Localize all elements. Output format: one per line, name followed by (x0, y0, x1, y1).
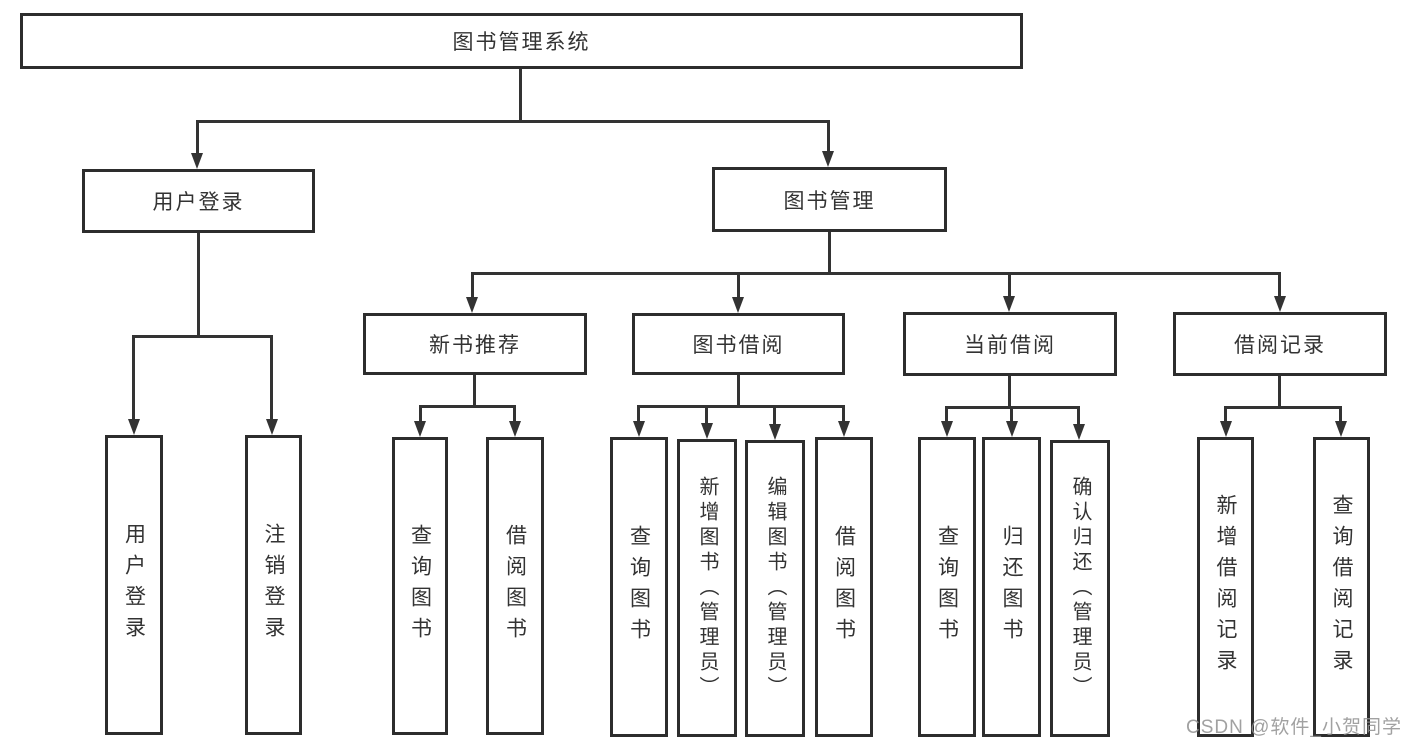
node-current-borrow-label: 当前借阅 (964, 334, 1056, 357)
arrow-down-icon (1220, 421, 1232, 437)
connector-line (197, 233, 200, 335)
connector-line (519, 69, 522, 120)
connector-line (473, 375, 476, 406)
arrow-down-icon (822, 151, 834, 167)
node-user-login-label: 用户登录 (152, 191, 245, 214)
connector-line (1224, 406, 1227, 421)
node-book-management-label: 图书管理 (783, 189, 876, 213)
arrow-down-icon (466, 297, 478, 313)
leaf-user-login: 用户登录 (105, 435, 163, 735)
leaf-newbook-query-books: 查询图书 (392, 437, 448, 735)
connector-line (197, 120, 830, 123)
leaf-add-borrow-record-label: 新增借阅记录 (1214, 494, 1237, 680)
connector-line (196, 120, 199, 154)
arrow-down-icon (1003, 296, 1015, 312)
leaf-add-books-admin: 新增图书（管理员） (677, 439, 737, 737)
arrow-down-icon (191, 153, 203, 169)
node-new-book-recommend: 新书推荐 (363, 313, 587, 375)
leaf-edit-books-admin: 编辑图书（管理员） (745, 440, 805, 737)
leaf-borrow-borrow-books: 借阅图书 (815, 437, 873, 737)
arrow-down-icon (1274, 296, 1286, 312)
leaf-confirm-return-admin-label: 确认归还（管理员） (1069, 476, 1091, 701)
leaf-query-borrow-record: 查询借阅记录 (1313, 437, 1370, 737)
leaf-return-books-label: 归还图书 (1000, 525, 1023, 649)
leaf-confirm-return-admin: 确认归还（管理员） (1050, 440, 1110, 737)
connector-line (1008, 376, 1011, 407)
node-borrow-records-label: 借阅记录 (1234, 334, 1326, 357)
connector-line (1339, 406, 1342, 421)
connector-line (637, 405, 844, 408)
connector-line (419, 405, 422, 421)
leaf-borrow-query-books: 查询图书 (610, 437, 668, 737)
connector-line (705, 405, 708, 423)
arrow-down-icon (633, 421, 645, 437)
connector-line (773, 405, 776, 424)
connector-line (1008, 272, 1011, 297)
leaf-return-books: 归还图书 (982, 437, 1041, 737)
leaf-borrow-borrow-books-label: 借阅图书 (832, 525, 856, 649)
connector-line (1010, 406, 1013, 421)
arrow-down-icon (414, 421, 426, 437)
node-new-book-recommend-label: 新书推荐 (429, 334, 521, 357)
node-root-label: 图书管理系统 (452, 31, 591, 54)
leaf-edit-books-admin-label: 编辑图书（管理员） (764, 476, 786, 701)
arrow-down-icon (838, 421, 850, 437)
leaf-current-query-books: 查询图书 (918, 437, 976, 737)
leaf-newbook-query-books-label: 查询图书 (408, 524, 432, 648)
node-borrow-records: 借阅记录 (1173, 312, 1387, 376)
leaf-newbook-borrow-books-label: 借阅图书 (503, 524, 527, 648)
connector-line (132, 335, 273, 338)
connector-line (471, 272, 1281, 275)
connector-line (827, 120, 830, 152)
connector-line (1278, 272, 1281, 297)
leaf-borrow-query-books-label: 查询图书 (627, 525, 651, 649)
connector-line (828, 232, 831, 272)
connector-line (945, 406, 948, 421)
connector-line (737, 272, 740, 298)
node-book-borrow: 图书借阅 (632, 313, 845, 375)
arrow-down-icon (701, 423, 713, 439)
connector-line (637, 405, 640, 421)
arrow-down-icon (1006, 421, 1018, 437)
arrow-down-icon (1073, 424, 1085, 440)
connector-line (1224, 406, 1342, 409)
connector-line (842, 405, 845, 421)
arrow-down-icon (769, 424, 781, 440)
node-user-login: 用户登录 (82, 169, 315, 233)
arrow-down-icon (1335, 421, 1347, 437)
leaf-query-borrow-record-label: 查询借阅记录 (1330, 494, 1353, 680)
connector-line (737, 375, 740, 407)
connector-line (1278, 376, 1281, 406)
csdn-watermark: CSDN @软件_小贺同学 (1186, 717, 1402, 738)
node-root: 图书管理系统 (20, 13, 1023, 69)
node-current-borrow: 当前借阅 (903, 312, 1117, 376)
arrow-down-icon (128, 419, 140, 435)
node-book-management: 图书管理 (712, 167, 947, 232)
arrow-down-icon (509, 421, 521, 437)
leaf-newbook-borrow-books: 借阅图书 (486, 437, 544, 735)
leaf-logout-label: 注销登录 (262, 523, 285, 647)
connector-line (513, 405, 516, 421)
connector-line (270, 335, 273, 420)
arrow-down-icon (266, 419, 278, 435)
connector-line (471, 272, 474, 298)
arrow-down-icon (732, 297, 744, 313)
leaf-add-books-admin-label: 新增图书（管理员） (696, 475, 718, 701)
connector-line (132, 335, 135, 420)
connector-line (419, 405, 516, 408)
leaf-current-query-books-label: 查询图书 (935, 525, 959, 649)
leaf-add-borrow-record: 新增借阅记录 (1197, 437, 1254, 737)
arrow-down-icon (941, 421, 953, 437)
leaf-user-login-label: 用户登录 (122, 523, 146, 647)
connector-line (1077, 406, 1080, 424)
node-book-borrow-label: 图书借阅 (692, 334, 785, 357)
leaf-logout: 注销登录 (245, 435, 302, 735)
